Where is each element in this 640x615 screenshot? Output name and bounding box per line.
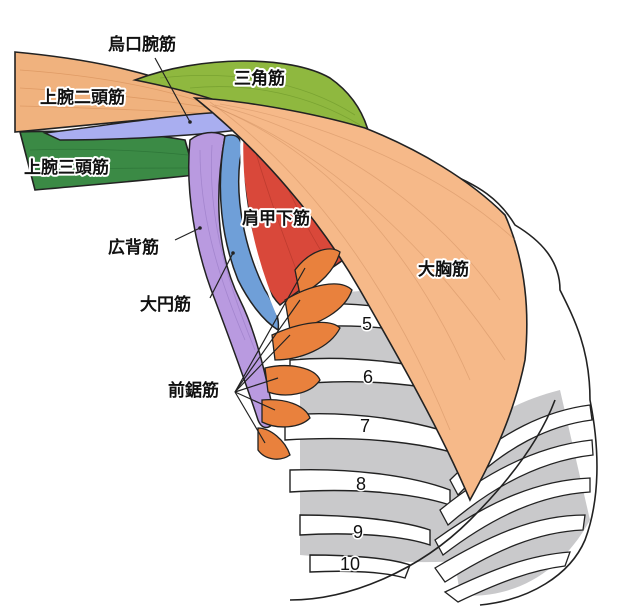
label-teres-major: 大円筋 xyxy=(140,294,191,315)
label-triceps: 上腕三頭筋 xyxy=(24,157,109,178)
rib-number-5: 5 xyxy=(362,314,372,334)
label-serratus-anterior: 前鋸筋 xyxy=(168,380,219,401)
serratus-digitation xyxy=(261,399,311,428)
leader-serratus xyxy=(234,267,306,444)
serratus-digitation xyxy=(271,321,341,361)
pectoralis-fibers xyxy=(209,101,516,431)
leader-latissimus xyxy=(174,227,201,241)
serratus-digitation xyxy=(264,365,321,396)
rib-9 xyxy=(299,514,431,546)
rib-number-7: 7 xyxy=(360,416,370,436)
pectoralis-major-muscle xyxy=(192,97,528,502)
costal-arch xyxy=(289,399,556,601)
latissimus-fibers xyxy=(199,144,256,351)
anterior-rib xyxy=(439,439,594,527)
costal-margin xyxy=(439,169,598,606)
label-deltoid: 三角筋 xyxy=(234,68,285,89)
rib-numbers: 5 6 7 8 9 10 xyxy=(339,313,375,576)
serratus-digitation xyxy=(257,427,291,460)
label-coracobrachialis: 烏口腕筋 xyxy=(108,34,176,55)
labels: 烏口腕筋 三角筋 上腕二頭筋 上腕三頭筋 肩甲下筋 広背筋 大円筋 大胸筋 前鋸… xyxy=(22,32,471,403)
anterior-rib xyxy=(443,551,571,603)
label-pectoralis-major: 大胸筋 xyxy=(418,259,469,280)
anterior-rib xyxy=(434,514,586,583)
scapula-edge xyxy=(240,134,280,316)
rib-number-9: 9 xyxy=(353,522,363,542)
label-subscapularis: 肩甲下筋 xyxy=(242,208,310,229)
rib-10 xyxy=(309,554,411,579)
deltoid-fibers xyxy=(159,75,361,126)
anterior-rib xyxy=(434,477,591,556)
leader-lines xyxy=(154,57,306,444)
label-biceps: 上腕二頭筋 xyxy=(40,87,125,108)
label-latissimus: 広背筋 xyxy=(108,237,159,258)
leader-coracobrachialis xyxy=(154,57,191,123)
biceps-fibers xyxy=(19,69,216,115)
leader-teres-major xyxy=(209,252,234,299)
serratus-anterior-muscle xyxy=(257,248,353,460)
rib-number-6: 6 xyxy=(363,367,373,387)
rib-number-10: 10 xyxy=(340,554,360,574)
rib-number-8: 8 xyxy=(356,474,366,494)
triceps-fibers xyxy=(29,148,193,171)
